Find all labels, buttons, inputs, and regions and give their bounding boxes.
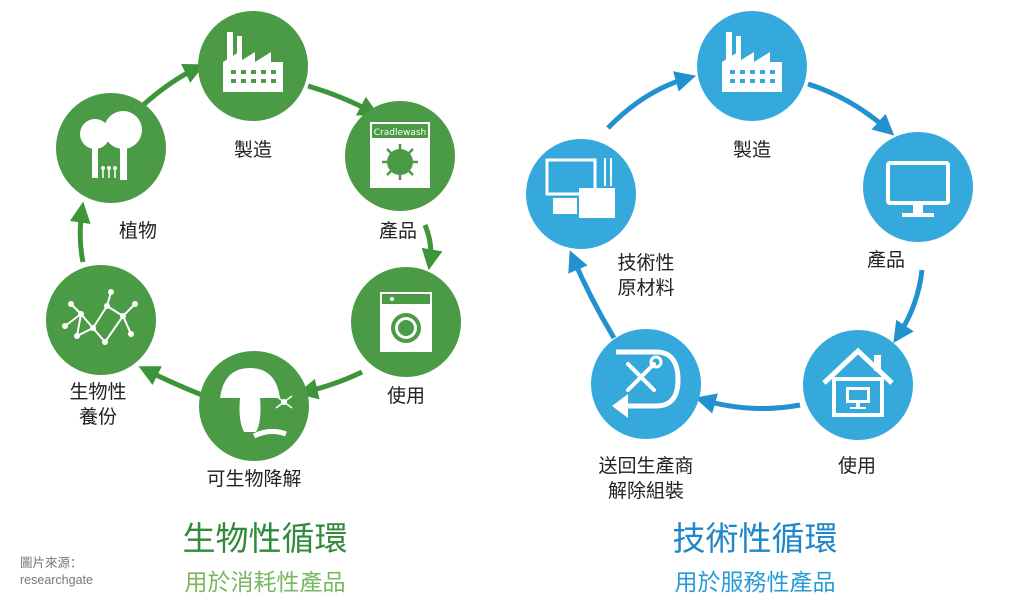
technical-cycle-arrows: [568, 71, 925, 414]
arrow-materials-to-manufacture-tech: [606, 71, 697, 130]
house-computer-icon: [822, 347, 894, 417]
arrow-product-to-use: [421, 224, 443, 271]
tech-label-product: 產品: [866, 249, 905, 271]
box-brand-text: Cradlewash: [374, 128, 427, 138]
factory-icon: [223, 32, 283, 92]
bio-label-nutrients: 生物性 養份: [69, 381, 127, 428]
monitor-icon: [886, 161, 950, 217]
factory-icon: [722, 32, 782, 92]
nutrient-molecule-icon: [62, 289, 138, 345]
bio-label-use: 使用: [386, 385, 425, 407]
tech-label-manufacture: 製造: [732, 139, 771, 161]
bio-label-product: 產品: [378, 220, 417, 242]
tech-cycle-subtitle: 用於服務性產品: [674, 570, 836, 596]
bio-node-nutrients: [46, 265, 156, 375]
tech-cycle-title: 技術性循環: [672, 519, 838, 558]
bio-label-biodegrade: 可生物降解: [206, 468, 302, 490]
arrow-manufacture-to-product-tech: [807, 81, 895, 136]
arrow-return-to-materials-tech: [568, 250, 617, 340]
bio-label-manufacture: 製造: [233, 139, 272, 161]
credit-source: researchgate: [20, 573, 93, 587]
biological-cycle-arrows: [69, 64, 443, 400]
washing-powder-box-icon: Cradlewash: [370, 122, 430, 188]
bio-cycle-subtitle: 用於消耗性產品: [184, 570, 346, 596]
arrow-nutrients-to-plants: [69, 201, 91, 263]
arrow-use-to-biodegrade: [296, 369, 364, 400]
bio-cycle-title: 生物性循環: [182, 519, 348, 558]
tech-label-return: 送回生產商 解除組裝: [598, 455, 694, 502]
tech-node-use: [803, 330, 913, 440]
arrow-plants-to-manufacture: [138, 64, 205, 110]
washing-machine-icon: [380, 292, 432, 352]
trees-icon: [80, 111, 142, 180]
arrow-manufacture-to-product: [307, 83, 380, 116]
arrow-product-to-use-tech: [893, 269, 925, 343]
credit-label: 圖片來源：: [20, 556, 83, 570]
arrow-use-to-return-tech: [694, 393, 801, 414]
tech-label-use: 使用: [837, 455, 876, 477]
arrow-biodegrade-to-nutrients: [138, 366, 203, 398]
bio-label-plants: 植物: [118, 220, 157, 242]
mushroom-icon: [220, 368, 293, 439]
return-tools-icon: [612, 349, 681, 418]
computer-parts-icon: [545, 158, 615, 218]
tech-node-product: [863, 132, 973, 242]
bio-node-plants: [56, 93, 166, 203]
tech-label-materials: 技術性 原材料: [617, 252, 675, 299]
image-credit: 圖片來源： researchgate: [20, 555, 93, 589]
